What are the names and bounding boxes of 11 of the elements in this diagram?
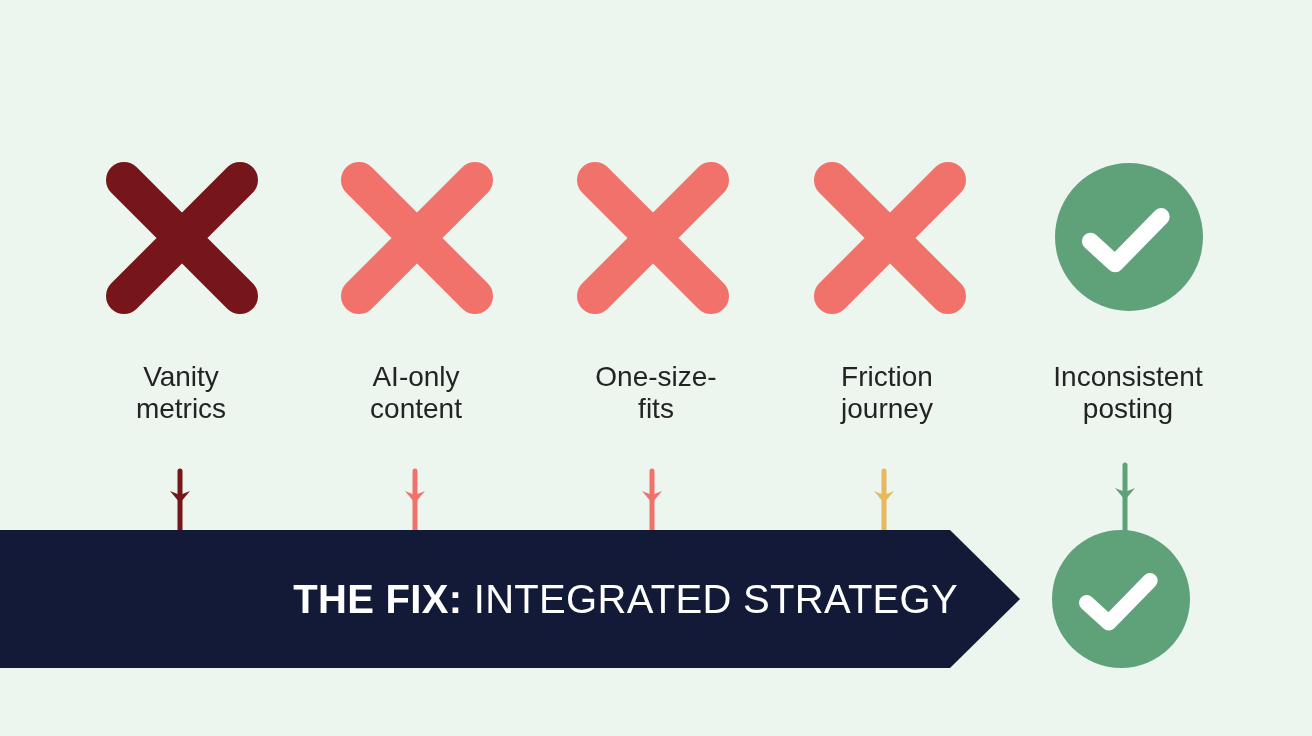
issue-label: One-size-fits xyxy=(594,361,718,425)
arrow xyxy=(170,468,190,533)
arrow xyxy=(874,468,894,533)
arrow xyxy=(642,468,662,533)
issue-label: Friction journey xyxy=(839,361,934,425)
arrow-banner xyxy=(0,530,1020,668)
arrow xyxy=(405,468,425,533)
issue-label: AI-only content xyxy=(369,361,463,425)
issue-label: Vanity metrics xyxy=(134,361,228,425)
banner-title: THE FIX: INTEGRATED STRATEGY xyxy=(293,576,958,622)
issue-label: Inconsistent posting xyxy=(1052,361,1204,425)
